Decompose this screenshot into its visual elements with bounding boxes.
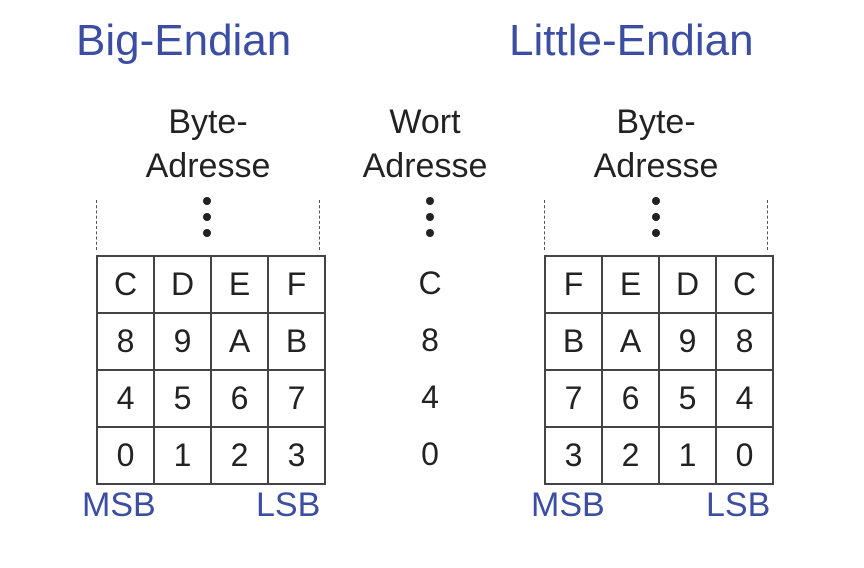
- byte-cell: C: [715, 255, 774, 314]
- grid-row: 7 6 5 4: [544, 369, 774, 428]
- dashed-boundary-line: [544, 200, 545, 250]
- word-address-column: C 8 4 0: [402, 255, 458, 483]
- byte-cell: 4: [96, 369, 155, 428]
- byte-cell: 0: [715, 426, 774, 485]
- dashed-boundary-line: [96, 200, 97, 250]
- grid-row: 0 1 2 3: [96, 426, 326, 485]
- byte-cell: 6: [210, 369, 269, 428]
- grid-row: F E D C: [544, 255, 774, 314]
- dot: [652, 229, 660, 237]
- word-address: 4: [421, 379, 439, 415]
- byte-cell: D: [658, 255, 717, 314]
- ellipsis-dots: [425, 197, 435, 245]
- big-endian-byte-grid: C D E F 8 9 A B 4 5 6 7 0 1 2 3: [96, 255, 326, 485]
- big-endian-msb-label: MSB: [82, 486, 156, 524]
- byte-cell: 4: [715, 369, 774, 428]
- byte-cell: 5: [153, 369, 212, 428]
- byte-cell: 3: [544, 426, 603, 485]
- byte-cell: B: [267, 312, 326, 371]
- byte-cell: 1: [658, 426, 717, 485]
- little-endian-lsb-label: LSB: [706, 486, 771, 524]
- little-endian-msb-label: MSB: [531, 486, 605, 524]
- little-endian-byte-address-header: Byte- Adresse: [544, 100, 768, 188]
- byte-cell: 3: [267, 426, 326, 485]
- byte-cell: 9: [153, 312, 212, 371]
- byte-cell: 8: [96, 312, 155, 371]
- dot: [203, 197, 211, 205]
- dot: [652, 197, 660, 205]
- dot: [203, 213, 211, 221]
- byte-cell: E: [601, 255, 660, 314]
- byte-cell: 2: [601, 426, 660, 485]
- dot: [426, 197, 434, 205]
- header-line: Wort: [389, 103, 461, 141]
- byte-cell: 7: [267, 369, 326, 428]
- byte-cell: F: [544, 255, 603, 314]
- dashed-boundary-line: [767, 200, 768, 250]
- grid-row: 3 2 1 0: [544, 426, 774, 485]
- byte-cell: 2: [210, 426, 269, 485]
- header-line: Byte-: [168, 103, 248, 141]
- grid-row: 8 9 A B: [96, 312, 326, 371]
- grid-row: C D E F: [96, 255, 326, 314]
- byte-cell: 7: [544, 369, 603, 428]
- dashed-boundary-line: [319, 200, 320, 250]
- word-address: 0: [421, 436, 439, 472]
- byte-cell: B: [544, 312, 603, 371]
- header-line: Byte-: [616, 103, 696, 141]
- header-line: Adresse: [145, 147, 271, 185]
- header-line: Adresse: [593, 147, 719, 185]
- word-address: C: [418, 265, 442, 301]
- byte-cell: 1: [153, 426, 212, 485]
- byte-cell: 8: [715, 312, 774, 371]
- byte-cell: 0: [96, 426, 155, 485]
- byte-cell: D: [153, 255, 212, 314]
- dot: [426, 229, 434, 237]
- byte-cell: 5: [658, 369, 717, 428]
- ellipsis-dots: [202, 197, 212, 245]
- grid-row: 4 5 6 7: [96, 369, 326, 428]
- byte-cell: 9: [658, 312, 717, 371]
- byte-cell: A: [210, 312, 269, 371]
- byte-cell: E: [210, 255, 269, 314]
- grid-row: B A 9 8: [544, 312, 774, 371]
- dot: [203, 229, 211, 237]
- word-address-header: Wort Adresse: [345, 100, 505, 188]
- ellipsis-dots: [651, 197, 661, 245]
- big-endian-lsb-label: LSB: [256, 486, 321, 524]
- big-endian-title: Big-Endian: [76, 16, 292, 65]
- byte-cell: C: [96, 255, 155, 314]
- dot: [652, 213, 660, 221]
- little-endian-title: Little-Endian: [509, 16, 754, 65]
- byte-cell: A: [601, 312, 660, 371]
- word-address: 8: [421, 322, 439, 358]
- big-endian-byte-address-header: Byte- Adresse: [96, 100, 320, 188]
- dot: [426, 213, 434, 221]
- byte-cell: 6: [601, 369, 660, 428]
- byte-cell: F: [267, 255, 326, 314]
- header-line: Adresse: [362, 147, 488, 185]
- little-endian-byte-grid: F E D C B A 9 8 7 6 5 4 3 2 1 0: [544, 255, 774, 485]
